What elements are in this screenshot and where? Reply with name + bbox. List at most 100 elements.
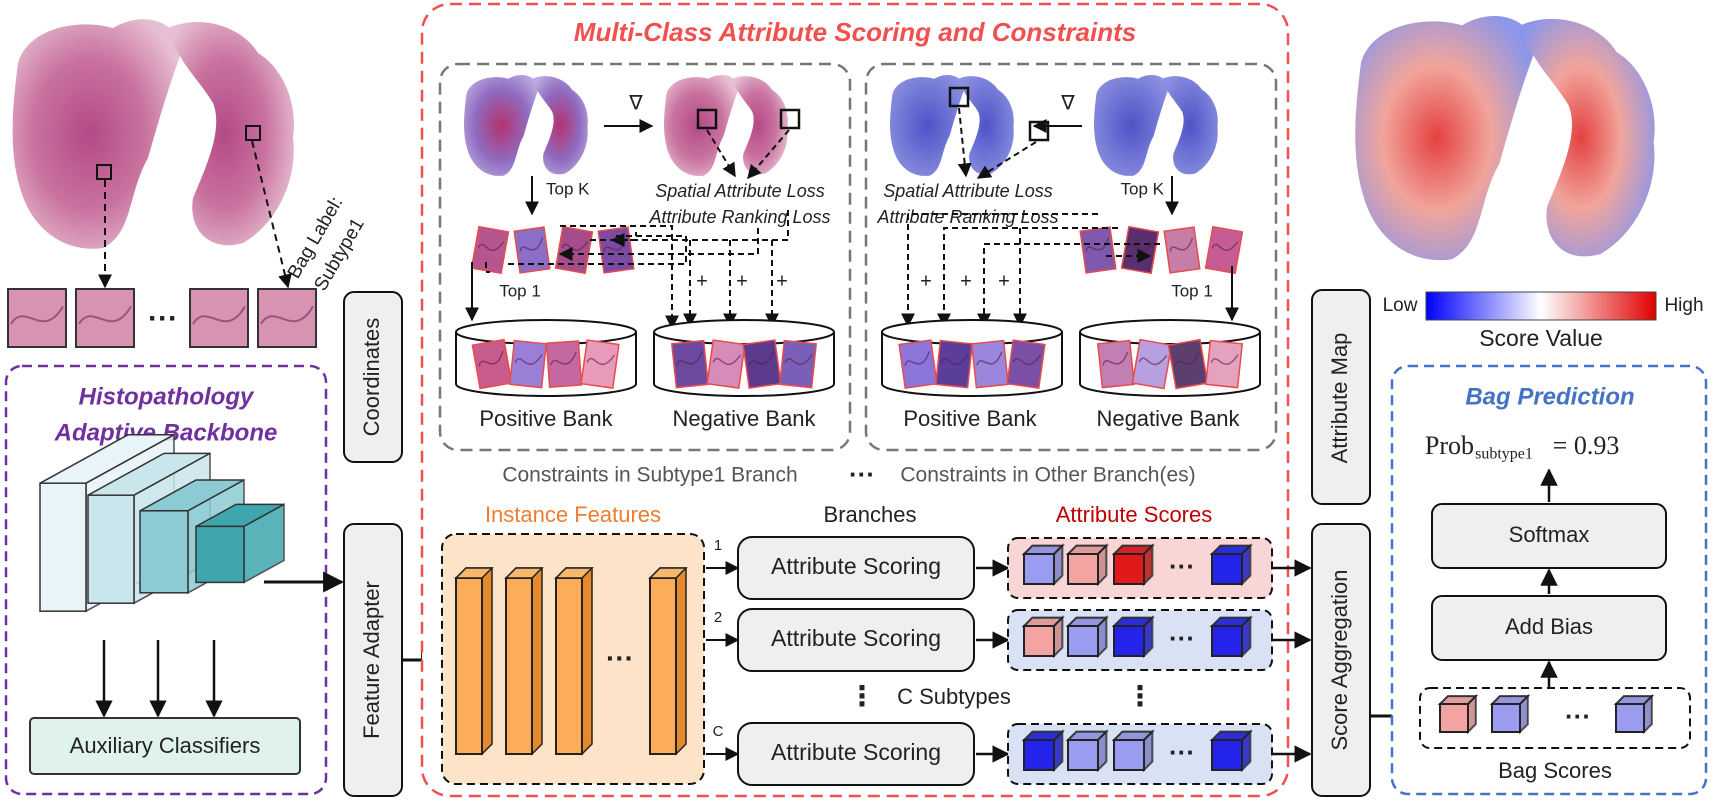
score-ellipsis: ··· — [1169, 737, 1195, 767]
dashed-arrow — [251, 140, 292, 289]
patch-texture — [976, 351, 1003, 366]
score-cube — [1021, 543, 1065, 587]
branch-index: C — [713, 723, 724, 740]
branch-index: 2 — [714, 609, 722, 626]
bank-patch — [580, 339, 620, 389]
topk-patch — [1204, 225, 1244, 275]
patch-locator-box — [779, 108, 801, 130]
cube-face — [1023, 625, 1055, 657]
bank-patch — [670, 339, 710, 389]
patch-texture — [477, 241, 505, 251]
add-bias-box — [1431, 595, 1667, 661]
c-subtypes-label: C Subtypes — [897, 684, 1011, 709]
cube-face — [1211, 553, 1243, 585]
cube-face — [1067, 739, 1099, 771]
patch-texture — [550, 351, 577, 366]
prob-subscript: subtype1 — [1475, 446, 1533, 463]
feature-bar — [554, 567, 594, 756]
bar-top — [454, 567, 494, 579]
bank-patch — [742, 339, 782, 389]
score-ellipsis: ··· — [1169, 623, 1195, 653]
bank-patch — [706, 339, 746, 389]
prob-value: = 0.93 — [1553, 431, 1620, 460]
bank-patch — [1006, 339, 1046, 389]
top-1-label: Top 1 — [1171, 281, 1213, 300]
plus-sign: + — [696, 270, 708, 292]
ranking-loss-label: Attribute Ranking Loss — [648, 207, 830, 227]
patch-texture — [1012, 354, 1042, 366]
attribute-scoring-box — [737, 536, 975, 600]
bank-patch — [1204, 339, 1244, 389]
softmax-label: Softmax — [1509, 522, 1590, 547]
gradient-symbol: ∇ — [1060, 92, 1075, 114]
bar-face — [505, 577, 533, 755]
score-ellipsis: ··· — [1169, 551, 1195, 581]
bank-patch — [471, 338, 513, 390]
coordinates-box — [343, 291, 403, 463]
patch-texture — [1210, 354, 1239, 365]
branches-label: Branches — [824, 502, 917, 527]
patch-texture — [478, 350, 504, 367]
patch-texture — [784, 354, 813, 365]
topk-patch — [1120, 225, 1160, 275]
cube-right — [1467, 693, 1477, 735]
attribute-scoring-box — [737, 722, 975, 786]
cube-face — [1439, 703, 1469, 733]
cube-right — [1143, 615, 1154, 659]
panel-title: Multi-Class Attribute Scoring and Constr… — [574, 17, 1136, 47]
caption-dots: ··· — [849, 459, 875, 489]
tissue-shape — [12, 19, 294, 249]
dashed-arrow — [505, 235, 687, 265]
cube-face — [1615, 703, 1645, 733]
instance-patch — [257, 288, 317, 348]
attribute-map-label: Attribute Map — [1327, 333, 1352, 464]
bank-patch — [1167, 338, 1209, 390]
patch-texture — [260, 305, 314, 325]
cube-face — [1211, 625, 1243, 657]
cube-face — [1113, 553, 1145, 585]
cube-right — [1097, 543, 1108, 587]
auxiliary-classifiers-label: Auxiliary Classifiers — [70, 733, 261, 758]
cube-right — [1241, 543, 1252, 587]
feature-adapter-label: Feature Adapter — [359, 581, 384, 739]
score-cube — [1111, 543, 1155, 587]
cube-face — [1491, 703, 1521, 733]
cube-face — [1067, 553, 1099, 585]
cube-face — [1023, 739, 1055, 771]
spatial-loss-label: Spatial Attribute Loss — [883, 181, 1052, 201]
patch-texture — [1102, 351, 1129, 366]
score-cube — [1021, 729, 1065, 773]
bank-patch — [508, 339, 548, 389]
attribute-scoring-label: Attribute Scoring — [771, 553, 941, 579]
score-aggregation-box — [1311, 523, 1371, 797]
cube-right — [1241, 615, 1252, 659]
cube-face — [1211, 739, 1243, 771]
patch-texture — [514, 354, 543, 365]
negative-bank-label-1: Negative Bank — [672, 406, 816, 431]
backbone-title-1: Histopathology — [79, 383, 255, 410]
layer-front — [39, 482, 87, 612]
attribute-scoring-label: Attribute Scoring — [771, 625, 941, 651]
dashed-arrow — [937, 227, 1118, 328]
dashed-arrow — [977, 243, 1160, 328]
attribute-map-box — [1311, 289, 1371, 505]
layer-front — [87, 494, 135, 604]
scale-high-label: High — [1664, 295, 1703, 316]
score-cube — [1111, 615, 1155, 659]
plus-sign: + — [736, 270, 748, 292]
caption-other: Constraints in Other Branch(es) — [900, 464, 1195, 487]
layer-front — [195, 525, 245, 584]
patch-locator-box — [245, 125, 261, 141]
cube-face — [1023, 553, 1055, 585]
dashed-arrow — [560, 225, 679, 330]
softmax-box — [1431, 503, 1667, 569]
cube-right — [1053, 729, 1064, 773]
dashed-arrow — [957, 107, 972, 178]
caption-subtype1: Constraints in Subtype1 Branch — [502, 464, 797, 487]
bag-scores-label: Bag Scores — [1498, 758, 1612, 783]
cube-right — [1643, 693, 1653, 735]
attribute-heatmap — [1355, 16, 1655, 261]
bank-patch — [898, 339, 938, 389]
attribute-scores-label: Attribute Scores — [1056, 502, 1213, 527]
